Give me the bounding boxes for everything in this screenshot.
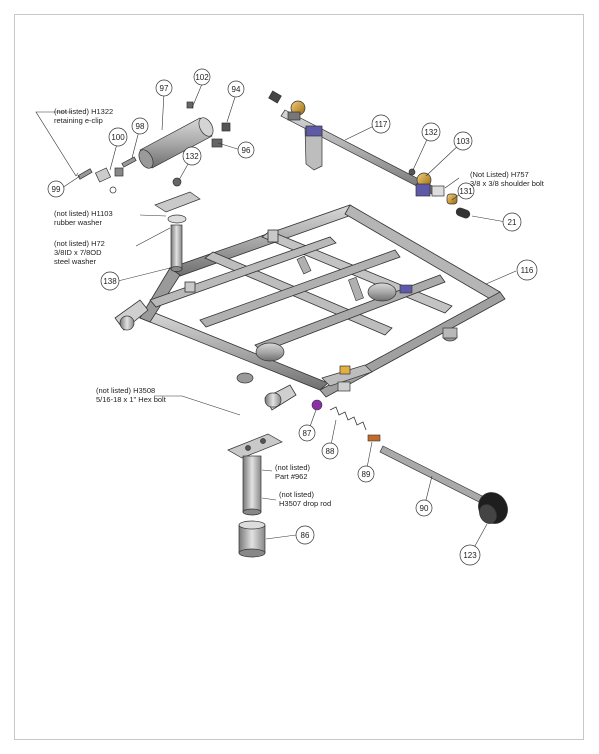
callout-label: 90 [420,504,429,513]
callout-label: 103 [456,137,470,146]
callout-label: 88 [326,447,335,456]
pivot-plate-assembly [154,177,201,272]
callout-label: 138 [103,277,117,286]
callout-132-right: 132 [421,122,441,142]
callout-label: 131 [459,187,473,196]
note-h1103: (not listed) H1103 rubber washer [54,209,115,227]
callout-label: 132 [424,128,438,137]
frame-rollers [119,282,458,408]
note-h1322: (not listed) H1322 retaining e-clip [54,107,115,125]
callout-label: 99 [52,185,61,194]
note-h3508: (not listed) H3508 5/16-18 x 1" Hex bolt [96,386,167,404]
callout-97: 97 [155,79,173,97]
callout-89: 89 [357,465,375,483]
spring-88 [329,406,367,431]
lower-plate [227,433,283,459]
callout-123: 123 [459,544,481,566]
callout-label: 87 [303,429,312,438]
callout-label: 117 [375,120,388,129]
drop-rod [242,455,262,516]
callout-132-left: 132 [182,146,202,166]
front-bracket [321,364,373,392]
callout-90: 90 [415,499,433,517]
note-h3507: (not listed) H3507 drop rod [279,490,331,508]
callout-label: 116 [521,266,534,275]
callout-label: 123 [463,551,477,560]
callout-21: 21 [502,212,522,232]
note-h72: (not listed) H72 3/8ID x 7/8OD steel was… [54,239,107,266]
callout-117: 117 [371,114,391,134]
callout-label: 98 [136,122,145,131]
callout-label: 96 [242,146,251,155]
callout-131: 131 [457,182,475,200]
callout-label: 132 [185,152,199,161]
callout-102: 102 [193,68,211,86]
note-part-962: (not listed) Part #962 [275,463,312,481]
callout-label: 21 [508,218,517,227]
callout-label: 89 [362,470,371,479]
upper-rod-assembly [268,90,471,219]
bushing-86 [238,520,266,558]
callout-96: 96 [237,141,255,159]
callout-94: 94 [227,80,245,98]
callout-100: 100 [108,127,128,147]
callout-99: 99 [47,180,65,198]
callout-label: 86 [301,531,310,540]
plunger-rod-90 [379,445,508,524]
callout-103: 103 [453,131,473,151]
knob-ball-87 [311,399,323,411]
callout-88: 88 [321,442,339,460]
callout-label: 97 [160,84,169,93]
callout-label: 102 [195,73,209,82]
purple-bracket [399,284,413,294]
pin-89 [367,434,381,442]
callout-label: 94 [232,85,241,94]
frame-latch-2 [348,276,364,302]
callout-138: 138 [100,271,120,291]
callout-label: 100 [111,133,125,142]
callout-98: 98 [131,117,149,135]
cylinder-assembly [77,101,231,194]
frame-latch [296,255,312,275]
callout-87: 87 [298,424,316,442]
callout-86: 86 [295,525,315,545]
note-h757: (Not Listed) H757 3/8 x 3/8 shoulder bol… [470,170,545,188]
callout-116: 116 [516,259,538,281]
